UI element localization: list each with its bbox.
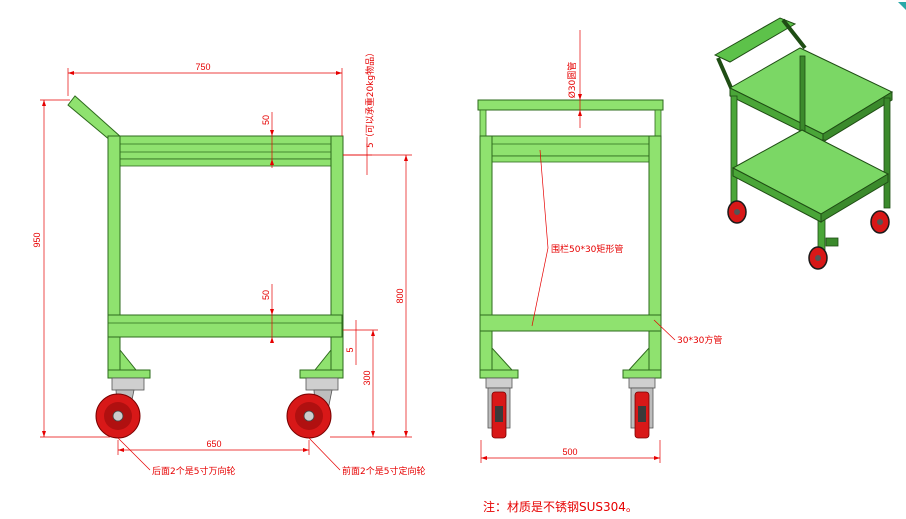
dim-gap-bottom-5: 5 <box>345 347 355 352</box>
load-note: 5（可以承重20kg物品） <box>364 48 376 148</box>
side-right-caster <box>628 377 656 439</box>
dim-300: 300 <box>362 370 372 385</box>
dim-950: 950 <box>32 232 42 247</box>
dim-500: 500 <box>562 447 577 457</box>
front-caster <box>286 377 339 439</box>
handle-tube-label: Ø30圆管 <box>566 62 578 99</box>
rail-tube-label: 围栏50*30矩形管 <box>551 243 623 255</box>
dim-650: 650 <box>206 439 221 449</box>
top-shelf <box>107 135 343 160</box>
material-note: 注：材质是不锈钢SUS304。 <box>483 499 638 514</box>
leg-tube-label: 30*30方管 <box>677 334 722 346</box>
dim-shelf-bottom-50: 50 <box>261 290 271 300</box>
bottom-shelf <box>107 314 343 338</box>
cart-3d-icon <box>713 17 894 270</box>
side-handle <box>477 99 664 111</box>
rear-caster <box>95 377 145 439</box>
dim-800: 800 <box>395 288 405 303</box>
side-left-caster <box>485 377 513 439</box>
front-view: 750 950 800 300 50 50 5 5（可以承重20kg物品） 65… <box>32 48 425 477</box>
dim-shelf-top-50: 50 <box>261 115 271 125</box>
front-caster-note: 前面2个是5寸定向轮 <box>342 465 425 477</box>
side-right-leg <box>648 135 662 377</box>
dim-750: 750 <box>195 62 210 72</box>
side-bottom-shelf <box>479 314 662 332</box>
rear-caster-note: 后面2个是5寸万向轮 <box>152 465 235 477</box>
side-left-leg <box>479 135 493 377</box>
corner-mark <box>898 2 906 10</box>
side-view: Ø30圆管 围栏50*30矩形管 30*30方管 500 <box>477 30 722 463</box>
